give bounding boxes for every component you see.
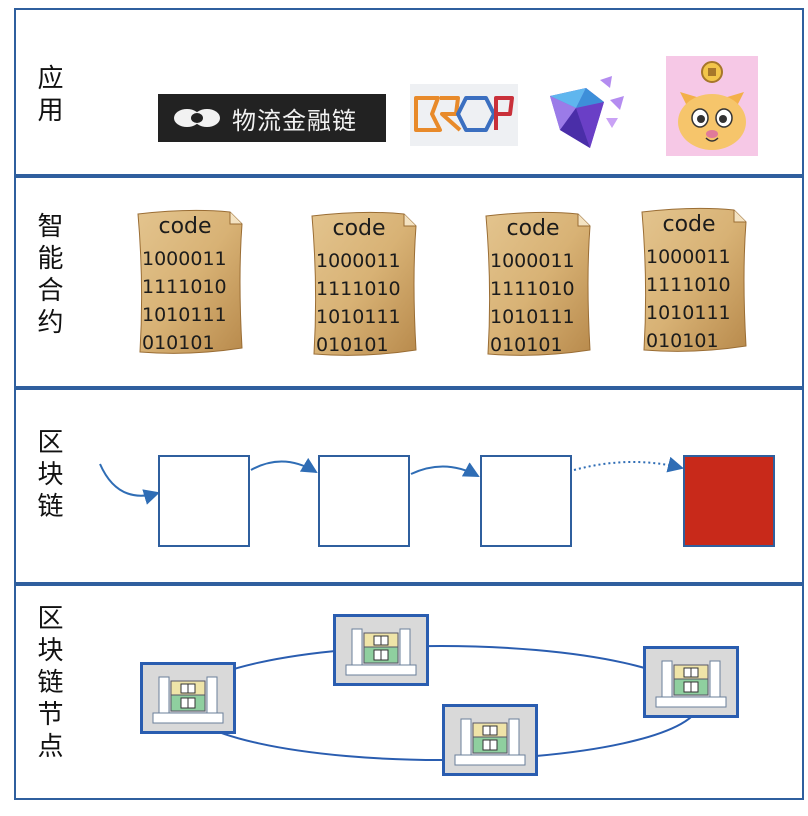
- contract-code-line: 1010111: [646, 302, 731, 324]
- contract-code-line: 1010111: [316, 306, 401, 328]
- layer-label-blockchain: 区块链: [33, 428, 63, 524]
- contract-code-title: code: [506, 216, 560, 241]
- blockchain-node-2: [333, 614, 429, 686]
- contract-code-line: 1111010: [316, 278, 401, 300]
- contract-scroll-3: code 1000011 1111010 1010111 010101: [482, 210, 594, 360]
- block-new: [683, 455, 775, 547]
- blockchain-node-4: [643, 646, 739, 718]
- brop-logo-icon: [414, 96, 514, 132]
- chain-link-2: [410, 462, 480, 477]
- contract-code-title: code: [158, 214, 212, 239]
- block-2: [318, 455, 410, 547]
- contract-code-line: 1000011: [646, 246, 731, 268]
- blockchain-node-3: [442, 704, 538, 776]
- layer-label-blockchain-nodes: 区块链节点: [33, 604, 63, 764]
- contract-code-title: code: [662, 212, 716, 237]
- parchment-icon: [311, 211, 417, 356]
- block-3: [480, 455, 572, 547]
- cryptokitty-logo: [666, 56, 758, 156]
- layer-label-application: 应用: [33, 64, 63, 128]
- wuliu-logo-mark-icon: [174, 109, 220, 127]
- contract-code-line: 1000011: [316, 250, 401, 272]
- server-node-icon: [454, 718, 526, 766]
- contract-scroll-1: code 1000011 1111010 1010111 010101: [134, 208, 246, 358]
- parchment-icon: [641, 207, 747, 352]
- layer-label-smart-contract: 智能合约: [33, 212, 63, 340]
- contract-code-line: 010101: [646, 330, 719, 352]
- server-node-icon: [345, 628, 417, 676]
- contract-code-line: 010101: [316, 334, 389, 356]
- contract-scroll-2: code 1000011 1111010 1010111 010101: [308, 210, 420, 360]
- chain-link-pending: [573, 456, 684, 473]
- wuliu-logo-text: 物流金融链: [232, 106, 357, 135]
- contract-code-line: 1010111: [490, 306, 575, 328]
- contract-scroll-4: code 1000011 1111010 1010111 010101: [638, 206, 750, 356]
- chain-entry-arrow: [99, 463, 160, 505]
- contract-code-line: 1010111: [142, 304, 227, 326]
- contract-code-line: 010101: [490, 334, 563, 356]
- parchment-icon: [137, 209, 243, 354]
- contract-code-title: code: [332, 216, 386, 241]
- server-node-icon: [152, 676, 224, 724]
- block-1: [158, 455, 250, 547]
- contract-code-line: 1111010: [142, 276, 227, 298]
- chain-link-1: [250, 457, 318, 474]
- server-node-icon: [655, 660, 727, 708]
- parchment-icon: [485, 211, 591, 356]
- wuliu-finance-chain-logo: 物流金融链: [158, 94, 386, 142]
- contract-code-line: 1000011: [490, 250, 575, 272]
- contract-code-line: 1111010: [490, 278, 575, 300]
- contract-code-line: 010101: [142, 332, 215, 354]
- contract-code-line: 1000011: [142, 248, 227, 270]
- contract-code-line: 1111010: [646, 274, 731, 296]
- gem-logo-icon: [550, 76, 624, 148]
- blockchain-node-1: [140, 662, 236, 734]
- brop-logo: [410, 84, 518, 146]
- gem-logo: [546, 74, 628, 152]
- cryptokitty-logo-icon: [678, 61, 746, 150]
